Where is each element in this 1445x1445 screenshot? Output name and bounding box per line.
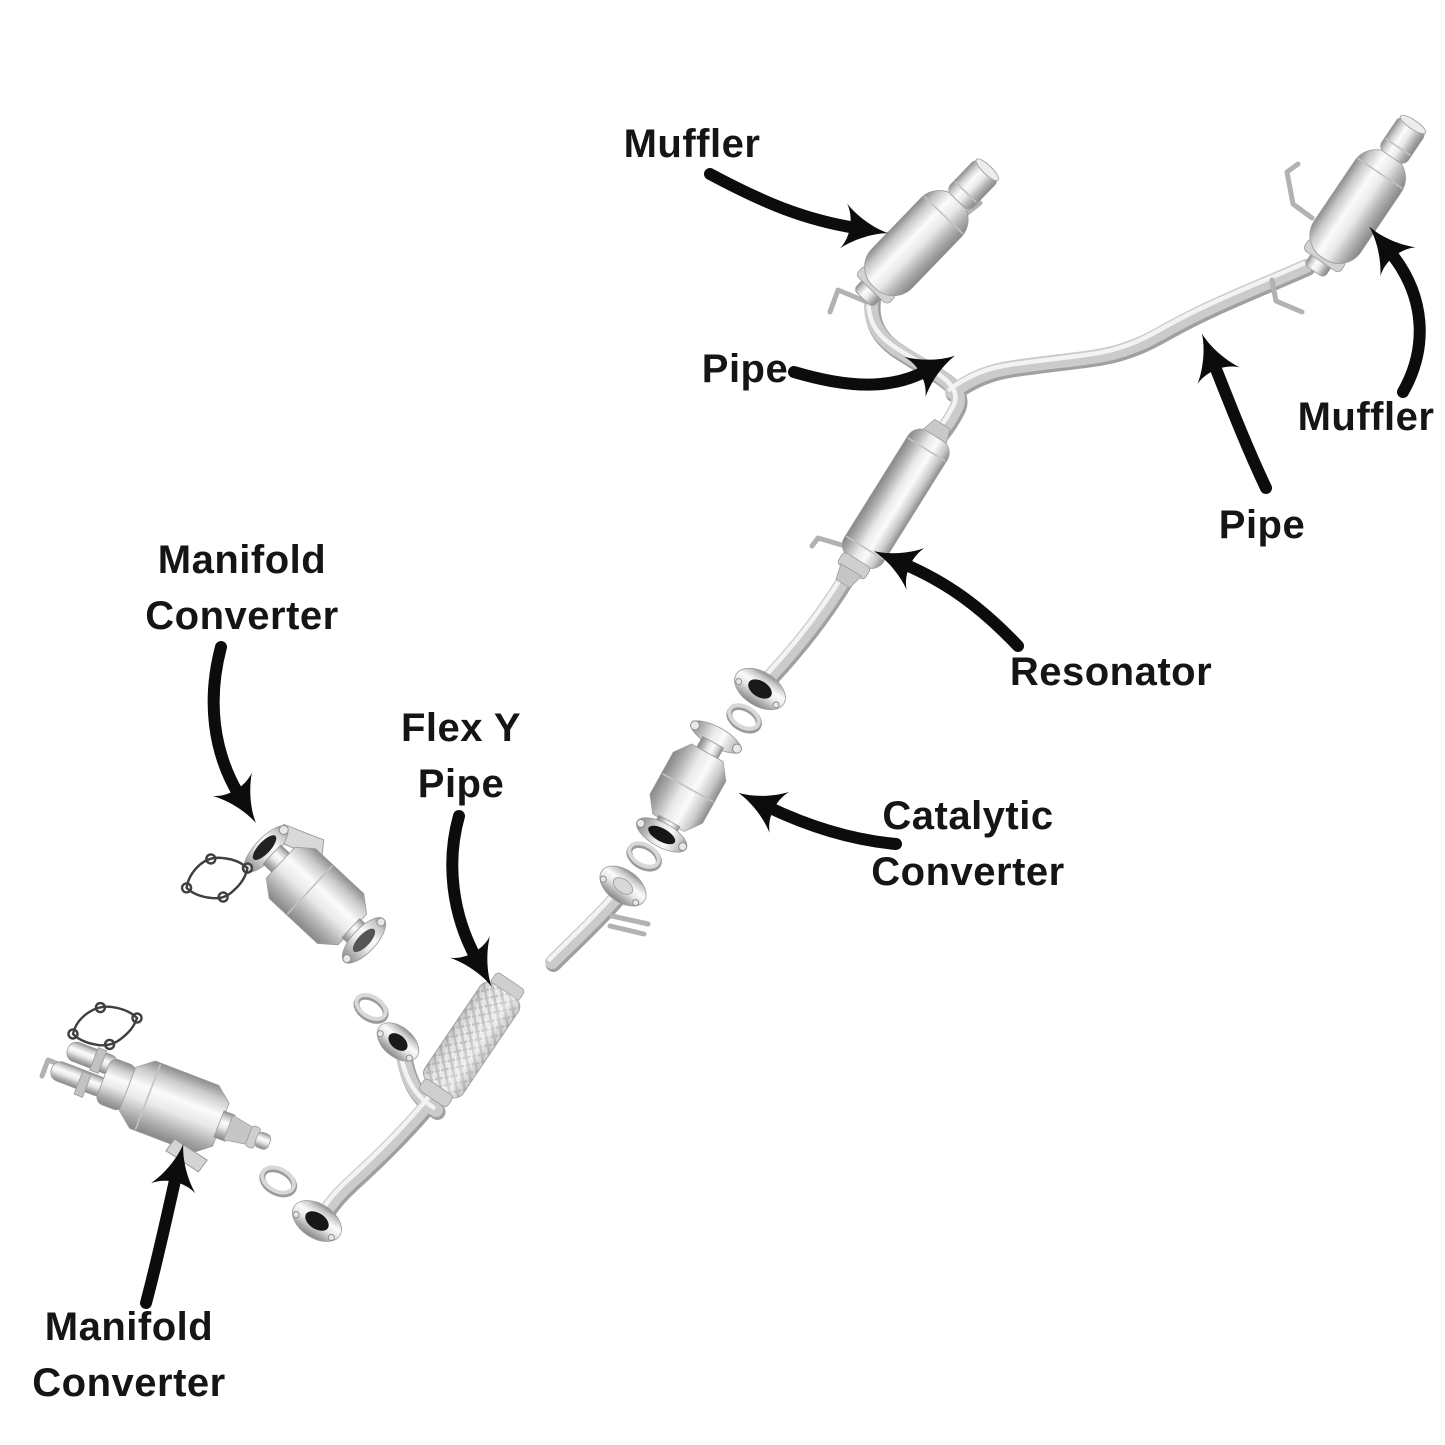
arrow-pipe-right [1197, 333, 1272, 494]
label-pipe-right: Pipe [1218, 503, 1306, 547]
label-catalytic-converter: Catalytic Converter [871, 794, 1065, 894]
arrow-catalytic-converter [738, 791, 902, 850]
flange-resonator-outlet [734, 667, 786, 711]
bracket-ypipe [607, 913, 651, 937]
resonator-part [835, 418, 951, 589]
flex-braid-section [419, 972, 525, 1108]
muffler-left-part [855, 158, 999, 306]
ring-gasket-1 [726, 703, 762, 734]
manifold-converter-lower-part [50, 1041, 272, 1173]
flange-ypipe-inlet [599, 865, 647, 907]
label-muffler-left: Muffler [623, 122, 761, 166]
pipe-ypipe-lower [325, 1096, 434, 1212]
callout-arrows [140, 168, 1426, 1309]
manifold-gasket-upper [180, 853, 254, 903]
arrow-flex-y-pipe [446, 810, 492, 987]
flange-ypipe-lower [292, 1200, 342, 1242]
hanger-rod-right-muffler [1284, 161, 1315, 221]
muffler-right-part [1304, 114, 1427, 277]
ring-gasket-3 [353, 993, 389, 1024]
hanger-rod-resonator [809, 535, 848, 549]
hanger-rod-left-muffler [827, 287, 870, 315]
manifold-gasket-lower [67, 1001, 143, 1051]
label-resonator: Resonator [1009, 650, 1213, 694]
label-manifold-converter-upper: Manifold Converter [145, 538, 339, 638]
catalytic-converter-part [636, 720, 742, 853]
ring-gasket-2 [626, 841, 662, 872]
label-pipe-left: Pipe [701, 347, 789, 391]
arrow-muffler-left [704, 168, 889, 249]
manifold-converter-upper-part [243, 823, 387, 964]
label-flex-y-pipe: Flex Y Pipe [400, 706, 522, 806]
ring-gasket-4 [259, 1165, 298, 1198]
arrow-manifold-converter-lower [140, 1144, 196, 1309]
arrow-resonator [873, 548, 1024, 652]
arrow-manifold-converter-upper [207, 641, 256, 824]
pipe-ypipe-upper [552, 897, 616, 962]
flange-ypipe-branch [376, 1022, 420, 1062]
label-manifold-converter-lower: Manifold Converter [32, 1305, 226, 1405]
hanger-rod-right-pipe [1269, 277, 1305, 315]
arrow-muffler-right [1369, 226, 1426, 398]
pipe-muffler-left-to-y [871, 295, 958, 434]
label-muffler-right: Muffler [1297, 395, 1435, 439]
arrow-pipe-left [788, 355, 955, 397]
